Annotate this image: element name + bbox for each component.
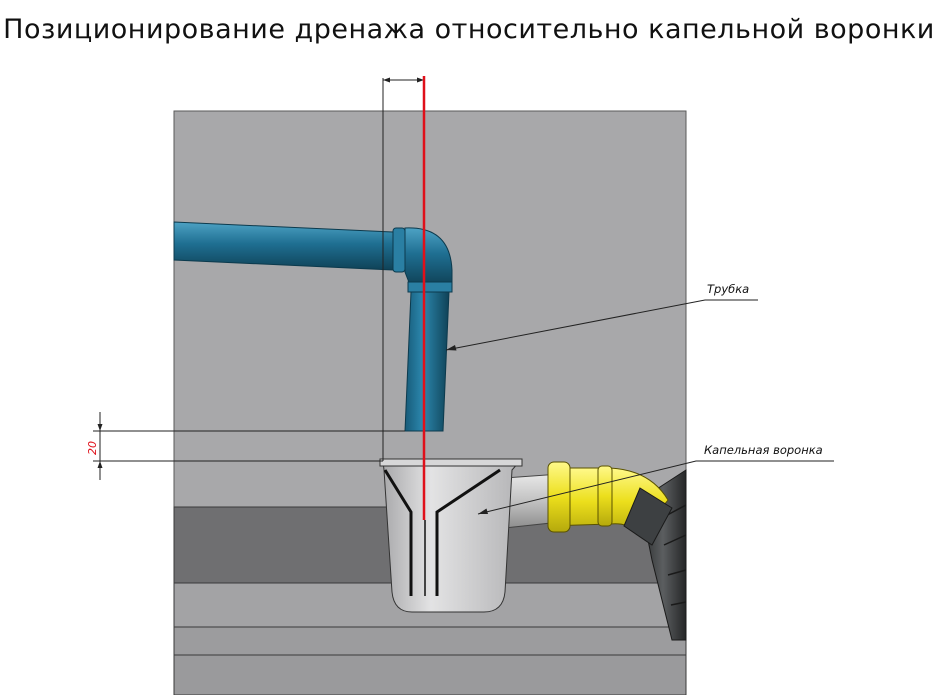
leader-tube: Трубка: [445, 282, 758, 351]
height-dimension: 20: [86, 412, 405, 480]
drip-funnel: [379, 458, 523, 613]
page-title: Позиционирование дренажа относительно ка…: [3, 14, 935, 45]
offset-dimension: [382, 77, 424, 461]
label-funnel: Капельная воронка: [704, 443, 823, 457]
leader-funnel: Капельная воронка: [477, 443, 834, 515]
label-tube: Трубка: [707, 282, 749, 296]
dimension-value: 20: [86, 441, 99, 455]
blue-drain-tube: [173, 221, 453, 432]
yellow-elbow-fitting: [547, 461, 673, 546]
